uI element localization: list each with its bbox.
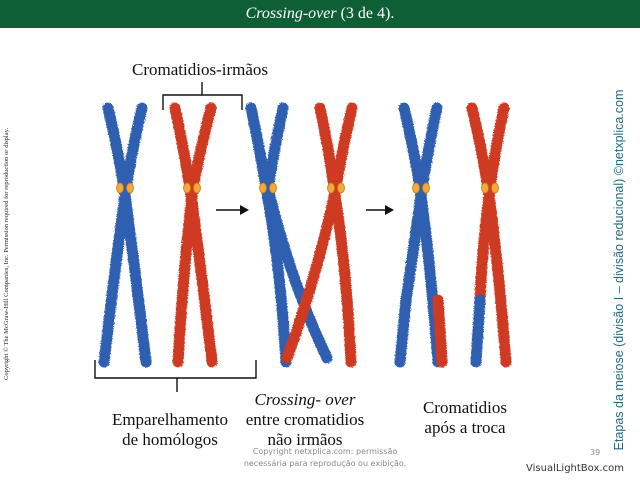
slide-title: Crossing-over (3 de 4). — [0, 0, 640, 28]
homologs-bracket — [94, 360, 257, 392]
arrow-right-icon — [216, 205, 249, 215]
footer-copyright: Copyright netxplica.com: permissão neces… — [230, 446, 420, 470]
label-homolog-pairing-line2: de homólogos — [122, 430, 218, 449]
exchanged-blue-segment — [470, 294, 486, 368]
slide-title-italic: Crossing-over — [245, 5, 337, 22]
copyright-vertical: Copyright © The McGraw-Hill Companies, I… — [3, 127, 10, 380]
label-after-exchange-line2: após a troca — [424, 418, 506, 437]
label-homolog-pairing-line1: Emparelhamento — [111, 410, 229, 429]
watermark: VisualLightBox.com — [526, 463, 624, 474]
label-crossing-over-line1: Crossing- over — [254, 390, 356, 409]
arrow-right-icon-2 — [366, 205, 394, 215]
centromeres — [116, 182, 499, 194]
label-homolog-pairing: Emparelhamento de homólogos — [80, 410, 260, 450]
sister-chromatids-bracket — [162, 82, 243, 110]
chromatid-blue-tail — [394, 294, 412, 368]
page-number: 39 — [590, 448, 601, 457]
exchanged-red-segment — [432, 294, 448, 368]
side-caption: Etapas da meiose (divisão I – divisão re… — [612, 89, 626, 451]
chromosome-red-2 — [281, 102, 358, 368]
footer-copyright-line1: Copyright netxplica.com: permissão — [252, 447, 398, 456]
label-after-exchange: Cromatidios após a troca — [395, 398, 535, 438]
chromosome-red-3 — [466, 102, 512, 368]
chromosome-blue-2 — [245, 102, 333, 368]
slide-title-rest: (3 de 4). — [336, 5, 395, 22]
label-sister-chromatids: Cromatidios-irmãos — [132, 60, 268, 79]
footer-copyright-line2: necessária para reprodução ou exibição. — [243, 459, 407, 468]
label-after-exchange-line1: Cromatidios — [422, 398, 508, 417]
chromosome-red-1 — [169, 102, 218, 368]
label-crossing-over-line3: não irmãos — [267, 430, 343, 449]
label-crossing-over: Crossing- over entre cromatidios não irm… — [225, 390, 385, 450]
chromosome-blue-1 — [98, 102, 152, 368]
label-crossing-over-line2: entre cromatidios — [245, 410, 365, 429]
